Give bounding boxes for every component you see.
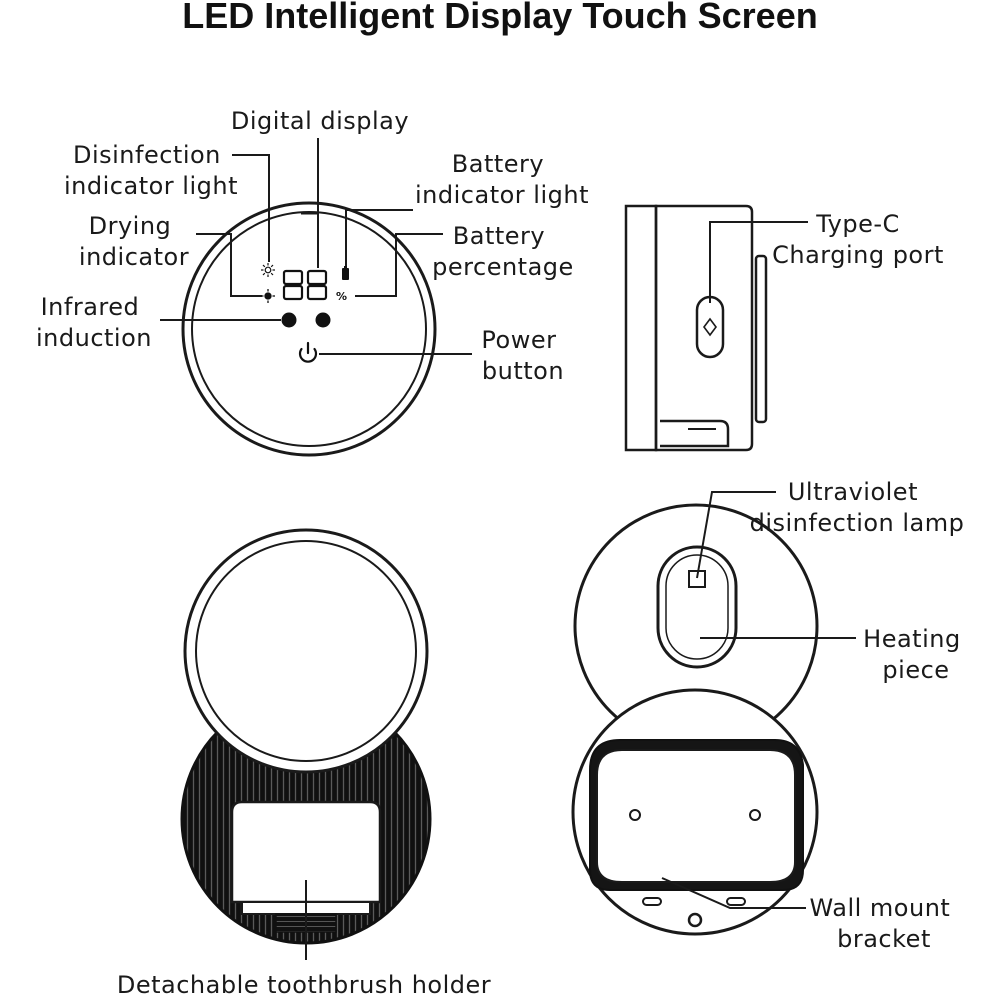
label-battery-percentage: Battery percentage	[432, 222, 574, 281]
leader-type-c	[709, 221, 808, 303]
label-toothbrush-holder: Detachable toothbrush holder	[117, 971, 491, 999]
label-charging-port: Charging port	[772, 241, 944, 269]
inner-face	[191, 211, 427, 447]
slot-left	[642, 897, 662, 906]
screw-hole-left	[629, 809, 641, 821]
side-mount-plate	[754, 254, 768, 424]
inner-view	[571, 491, 856, 936]
cover-outer	[183, 528, 429, 774]
label-heating-piece: Heating piece	[863, 625, 969, 684]
toothbrush-holder-view	[180, 528, 432, 960]
side-body	[654, 204, 754, 452]
label-wall-mount: Wall mount bracket	[810, 894, 959, 953]
leader-battery-indicator	[345, 209, 413, 266]
battery-icon	[342, 266, 349, 280]
leader-battery-percentage	[355, 233, 443, 297]
outer-ring	[181, 201, 437, 457]
power-icon[interactable]	[298, 341, 318, 363]
label-infrared-induction: Infrared induction	[36, 293, 152, 352]
screw-hole-right	[749, 809, 761, 821]
drying-sun-icon	[261, 289, 275, 303]
leader-drying	[196, 233, 262, 297]
label-power-button: Power button	[481, 326, 564, 385]
leader-uv-lamp	[696, 491, 776, 579]
label-battery-indicator: Battery indicator light	[415, 150, 589, 209]
heating-piece	[656, 545, 738, 669]
label-type-c: Type-C	[815, 210, 900, 238]
label-disinfection-indicator: Disinfection indicator light	[64, 141, 238, 200]
cover-inner	[195, 540, 417, 762]
port-symbol	[703, 317, 717, 337]
uv-lamp	[688, 570, 706, 588]
front-display-view: %	[160, 138, 472, 457]
toothbrush-holder-block	[230, 800, 382, 904]
seven-segment-display	[282, 269, 328, 301]
sun-icon	[261, 263, 275, 277]
side-back-plate	[624, 204, 658, 452]
type-c-port	[695, 295, 725, 359]
side-foot	[660, 419, 730, 448]
label-digital-display: Digital display	[231, 107, 409, 135]
label-drying-indicator: Drying indicator	[79, 212, 189, 271]
infrared-sensor-left	[281, 312, 297, 328]
page-title: LED Intelligent Display Touch Screen	[182, 0, 817, 36]
side-view	[624, 204, 808, 452]
label-uv-lamp: Ultraviolet disinfection lamp	[750, 478, 965, 537]
bottom-port	[687, 912, 703, 928]
infrared-sensor-right	[315, 312, 331, 328]
wall-mount-bracket	[596, 749, 796, 883]
slot-right	[726, 897, 746, 906]
leader-wall-mount	[661, 877, 806, 909]
percent-sign: %	[336, 290, 347, 303]
leader-disinfection	[232, 154, 270, 262]
